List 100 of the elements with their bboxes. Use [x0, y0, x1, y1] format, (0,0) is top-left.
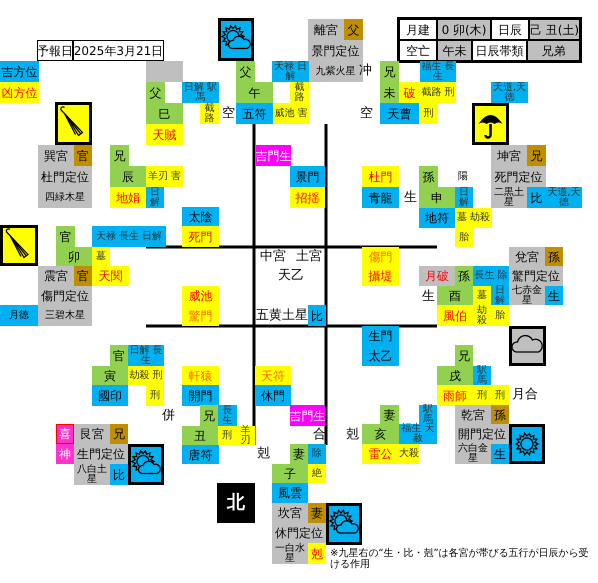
chart-cell: 妻	[308, 503, 326, 523]
chart-cell: 震宮	[38, 266, 74, 286]
chart-cell: 傷門	[362, 247, 399, 266]
chart-cell: 六白金星	[455, 444, 491, 464]
chart-cell: 日解	[491, 286, 509, 305]
chart-cell: 生	[491, 444, 509, 464]
chart-cell: 驚門	[182, 305, 219, 326]
empty-cell	[146, 61, 183, 82]
chart-cell: 申	[419, 187, 455, 208]
chart-cell: 絶	[308, 464, 326, 483]
chart-cell: 妻	[380, 405, 399, 424]
chart-cell: 攝堤	[362, 266, 399, 286]
chart-text: 生	[422, 290, 435, 303]
chart-cell: 二黒土星	[491, 187, 527, 208]
chart-text: 生	[404, 191, 417, 204]
chart-text: 天乙	[278, 269, 304, 282]
chart-cell: 休門	[255, 385, 291, 406]
chart-cell: 七赤金星	[509, 286, 545, 305]
chart-cell: 坎宮	[272, 503, 308, 523]
chart-cell: 離宮	[308, 19, 344, 40]
chart-text: 五黄土星	[256, 309, 308, 322]
chart-text: 中宮	[260, 250, 286, 263]
chart-cell: 午	[236, 82, 273, 103]
chart-cell: 予報日	[37, 40, 73, 61]
chart-cell: 官	[110, 345, 128, 366]
chart-cell: 天禄 日解	[272, 61, 309, 82]
chart-cell: 傷門定位	[38, 286, 92, 305]
chart-cell: 驚門定位	[509, 266, 563, 286]
chart-cell: 子	[272, 464, 308, 483]
chart-cell: 四緑木星	[38, 187, 92, 208]
chart-cell: 開門	[182, 385, 219, 406]
chart-cell: 國印	[92, 385, 128, 406]
chart-cell: 父	[236, 61, 255, 82]
chart-cell: 招揺	[290, 187, 325, 208]
chart-cell: 天関	[92, 266, 129, 286]
chart-cell: 午未	[437, 40, 472, 61]
chart-cell: 大殺	[399, 444, 419, 464]
chart-cell: 墓	[92, 247, 110, 266]
chart-cell: 巳	[146, 103, 183, 124]
chart-cell: 五符	[236, 103, 273, 124]
chart-cell: 刑	[218, 426, 236, 445]
chart-cell: 亥	[362, 424, 399, 444]
chart-cell: 兄弟	[527, 40, 580, 61]
chart-cell: 羊刃 害	[146, 166, 183, 187]
chart-cell: 兄	[527, 145, 546, 166]
chart-cell: 生	[545, 286, 563, 305]
chart-cell: 兄	[110, 424, 128, 444]
chart-cell: 己 丑(土)	[529, 19, 580, 40]
chart-text: 空	[360, 107, 373, 120]
chart-cell: 兌宮	[509, 247, 545, 266]
chart-cell: 青龍	[362, 187, 399, 208]
chart-cell: 官	[74, 145, 92, 166]
chart-cell: 天曹	[380, 103, 419, 124]
chart-cell: 開門定位	[455, 424, 509, 444]
chart-text: 空	[222, 107, 235, 120]
chart-cell: 天道,天徳	[491, 82, 528, 103]
chart-cell: 風雲	[272, 483, 308, 503]
chart-cell: 比	[110, 464, 128, 485]
chart-text: 剋	[346, 428, 359, 441]
chart-text: 土宮	[296, 250, 322, 263]
chart-cell: 威池	[182, 286, 219, 305]
chart-cell: 福生 長生	[420, 61, 456, 82]
chart-cell: 生門	[362, 326, 399, 346]
chart-cell: 墓 劫殺	[455, 208, 492, 228]
chart-cell: 三碧木星	[38, 305, 92, 326]
chart-cell: 雷公	[362, 444, 399, 464]
chart-cell: 日解 駅馬	[182, 82, 219, 103]
chart-text: 併	[162, 409, 175, 422]
chart-cell: 妻	[290, 444, 308, 464]
chart-text: 剋	[257, 447, 270, 460]
chart-cell: 除	[308, 444, 326, 464]
chart-cell: 兄	[110, 145, 129, 166]
chart-cell: 神	[56, 444, 74, 464]
chart-cell: 刑	[491, 385, 509, 406]
chart-cell: 八白土星	[74, 464, 110, 485]
chart-cell: 未	[380, 82, 399, 103]
chart-cell: 官	[74, 266, 92, 286]
chart-cell: 孫	[419, 166, 438, 187]
chart-cell: 劫殺 刑	[128, 366, 164, 385]
chart-cell: 2025年3月21日	[73, 40, 164, 61]
chart-cell: 父	[344, 19, 363, 40]
chart-cell: 死門定位	[491, 166, 546, 187]
footnote: ※九星右の“生・比・剋”は各宮が帯びる五行が日辰から受ける作用	[330, 548, 590, 570]
chart-cell: 太陰	[182, 207, 219, 226]
chart-cell: 吉門生	[256, 145, 291, 166]
chart-cell: 杜門	[362, 166, 399, 187]
chart-cell: 寅	[92, 366, 128, 385]
chart-cell: 官	[56, 226, 75, 247]
chart-cell: 艮宮	[74, 424, 110, 444]
chart-cell: 日解	[146, 187, 164, 208]
chart-cell: 地娟	[110, 187, 146, 208]
chart-cell: 墓	[473, 286, 491, 305]
chart-cell: 剋	[308, 543, 326, 564]
chart-cell: 比	[527, 187, 546, 208]
chart-cell: 羊刃	[236, 426, 255, 445]
chart-cell: 一白水星	[272, 543, 308, 564]
chart-cell: 駅馬	[473, 366, 491, 385]
chart-cell: 劫殺	[473, 305, 491, 326]
chart-cell: 威池 害	[273, 103, 309, 124]
chart-cell: 福生 天赦	[399, 424, 437, 444]
